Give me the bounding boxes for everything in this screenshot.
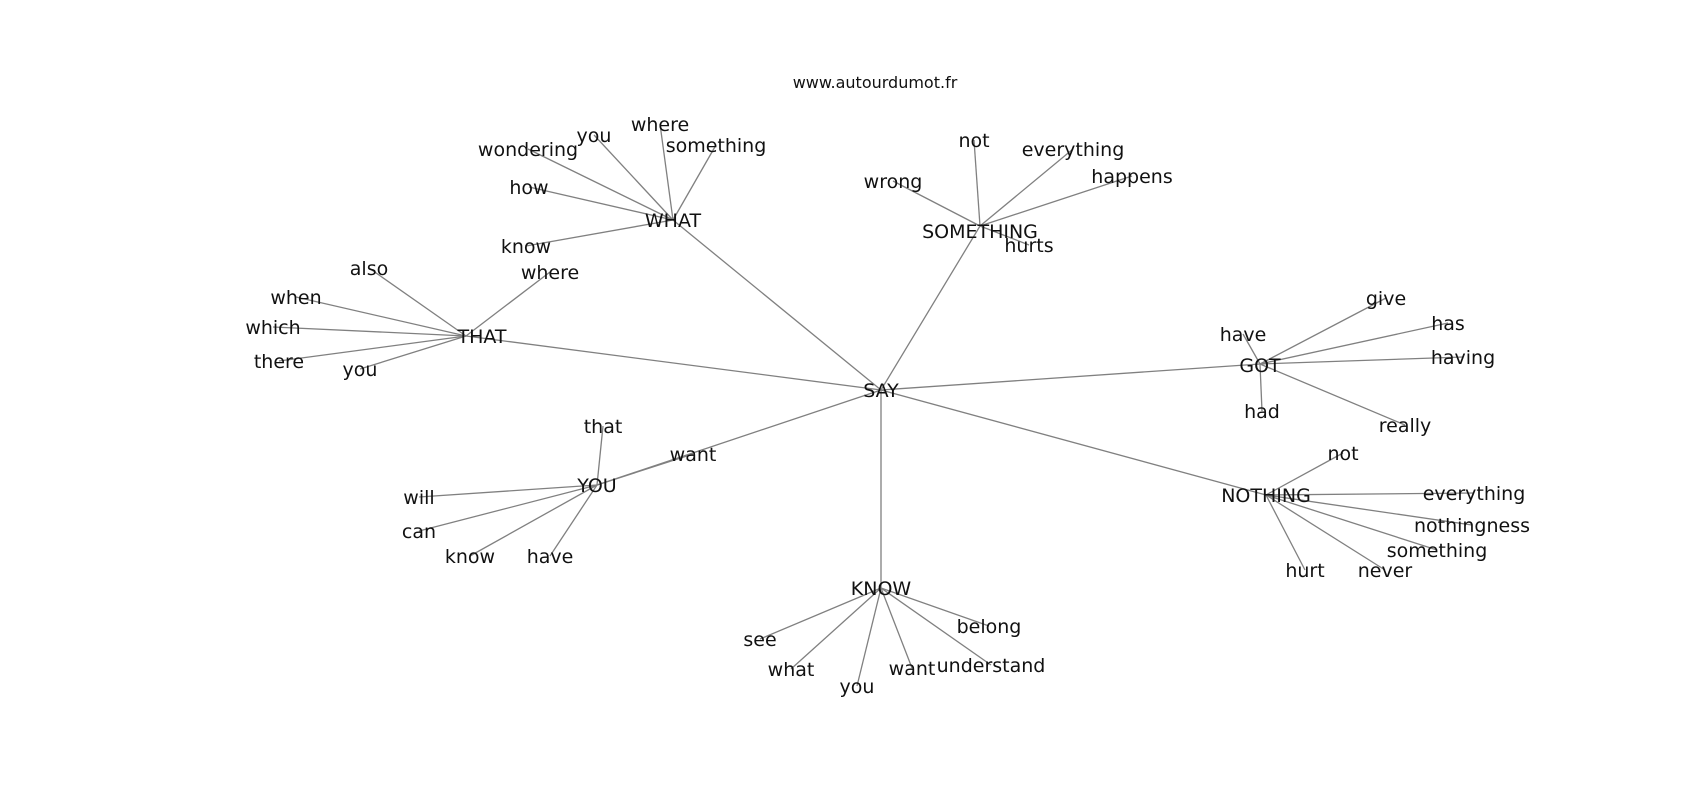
- site-label: www.autourdumot.fr: [793, 73, 958, 92]
- leaf-word-you-want: want: [670, 444, 717, 466]
- edge-know-you: [856, 587, 882, 687]
- leaf-word-you-have: have: [527, 546, 574, 568]
- root-word-label: SAY: [863, 380, 899, 402]
- edge-say-got: [880, 363, 1261, 391]
- edge-know-understand: [880, 587, 992, 666]
- edge-something-hurts: [979, 225, 1030, 246]
- leaf-word-nothing-never: never: [1358, 560, 1413, 582]
- edge-what-know: [525, 219, 674, 247]
- leaf-word-what-you: you: [577, 125, 612, 147]
- leaf-word-that-where: where: [521, 262, 579, 284]
- edge-nothing-hurt: [1265, 494, 1306, 571]
- edge-what-something: [672, 144, 717, 221]
- edge-what-where: [659, 123, 674, 221]
- edge-know-see: [759, 587, 882, 640]
- edge-say-nothing: [880, 389, 1267, 496]
- leaf-word-know-belong: belong: [957, 616, 1022, 638]
- leaf-word-got-really: really: [1379, 415, 1432, 437]
- leaf-word-got-give: give: [1366, 288, 1406, 310]
- leaf-word-that-you: you: [343, 359, 378, 381]
- hub-word-nothing: NOTHING: [1221, 485, 1311, 507]
- edge-got-give: [1259, 297, 1387, 365]
- edge-you-will: [418, 484, 598, 498]
- hub-word-what: WHAT: [645, 210, 702, 232]
- edge-say-that: [465, 335, 882, 391]
- leaf-word-something-happens: happens: [1091, 166, 1172, 188]
- edge-know-want: [880, 587, 913, 669]
- leaf-word-something-wrong: wrong: [864, 171, 923, 193]
- edge-that-there: [278, 335, 467, 362]
- hub-word-know: KNOW: [851, 578, 912, 600]
- edge-what-you: [593, 134, 674, 221]
- edge-nothing-something: [1265, 494, 1438, 551]
- edge-something-not: [973, 139, 981, 227]
- edge-know-belong: [880, 587, 990, 627]
- edges: [272, 123, 1475, 687]
- edge-that-which: [272, 326, 467, 337]
- leaf-word-what-wondering: wondering: [478, 139, 578, 161]
- leaf-word-got-had: had: [1244, 401, 1280, 423]
- leaf-word-got-has: has: [1431, 313, 1465, 335]
- leaf-word-you-that: that: [584, 416, 623, 438]
- leaf-word-what-something: something: [666, 135, 767, 157]
- leaf-word-know-you: you: [840, 676, 875, 698]
- edge-something-everything: [979, 148, 1074, 227]
- leaf-word-know-see: see: [743, 629, 776, 651]
- leaf-word-know-understand: understand: [937, 655, 1046, 677]
- edge-nothing-everything: [1265, 492, 1475, 496]
- edge-know-what: [790, 587, 882, 670]
- edge-something-wrong: [892, 180, 981, 227]
- leaf-word-that-which: which: [245, 317, 300, 339]
- edge-got-really: [1259, 363, 1406, 426]
- edge-you-that: [596, 425, 604, 486]
- leaf-word-something-hurts: hurts: [1004, 235, 1053, 257]
- leaf-word-what-how: how: [509, 177, 548, 199]
- leaf-word-got-having: having: [1431, 347, 1495, 369]
- leaf-word-you-know: know: [445, 546, 495, 568]
- edge-you-want: [596, 453, 694, 486]
- leaf-word-something-everything: everything: [1022, 139, 1125, 161]
- leaf-word-nothing-something: something: [1387, 540, 1488, 562]
- edge-got-having: [1259, 356, 1464, 365]
- leaf-word-you-will: will: [403, 487, 434, 509]
- leaf-word-that-there: there: [254, 351, 304, 373]
- edge-you-know: [469, 484, 598, 557]
- leaf-word-nothing-nothingness: nothingness: [1414, 515, 1530, 537]
- leaf-word-know-want: want: [889, 658, 936, 680]
- edge-got-have: [1242, 333, 1261, 365]
- edge-nothing-never: [1265, 494, 1386, 571]
- edge-something-happens: [979, 175, 1133, 227]
- edge-that-when: [295, 296, 467, 337]
- edge-say-what: [672, 219, 882, 391]
- leaf-word-that-when: when: [270, 287, 321, 309]
- edge-nothing-not: [1265, 452, 1344, 496]
- leaf-word-know-what: what: [768, 659, 815, 681]
- hub-word-something: SOMETHING: [922, 221, 1038, 243]
- edge-what-how: [528, 186, 674, 221]
- hub-word-you: YOU: [576, 475, 616, 497]
- leaf-word-nothing-hurt: hurt: [1285, 560, 1324, 582]
- leaf-word-that-also: also: [350, 258, 388, 280]
- hub-word-that: THAT: [456, 326, 506, 348]
- edge-say-something: [880, 225, 981, 391]
- hub-word-got: GOT: [1239, 355, 1281, 377]
- edge-you-have: [549, 484, 598, 557]
- edge-got-has: [1259, 322, 1449, 365]
- leaf-word-what-where: where: [631, 114, 689, 136]
- leaf-word-nothing-not: not: [1327, 443, 1358, 465]
- edge-that-where: [465, 271, 551, 337]
- edge-got-had: [1259, 363, 1263, 412]
- leaf-word-what-know: know: [501, 236, 551, 258]
- leaf-word-nothing-everything: everything: [1423, 483, 1526, 505]
- edge-that-you: [359, 335, 467, 370]
- edge-what-wondering: [527, 148, 674, 221]
- edge-nothing-nothingness: [1265, 494, 1473, 526]
- edge-that-also: [368, 267, 467, 337]
- leaf-word-got-have: have: [1220, 324, 1267, 346]
- leaf-word-you-can: can: [402, 521, 436, 543]
- edge-you-can: [418, 484, 598, 532]
- leaf-word-something-not: not: [958, 130, 989, 152]
